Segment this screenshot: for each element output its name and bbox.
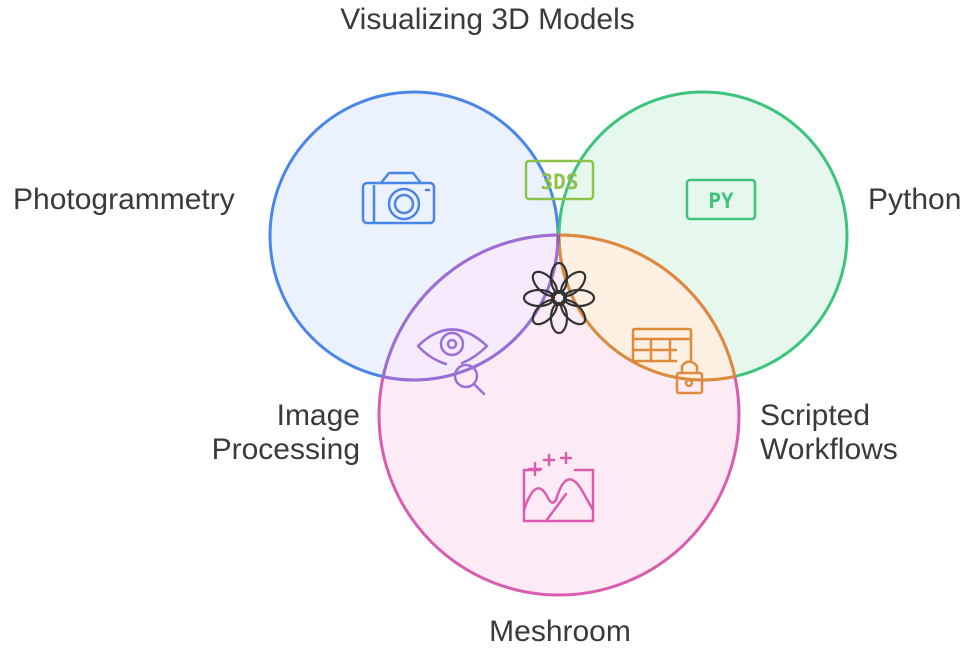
- flower-icon: [522, 261, 596, 335]
- image-processing-line-1: Image: [276, 399, 360, 432]
- 3ds-badge-text: 3DS: [541, 170, 579, 194]
- python-meshroom-overlap: [559, 235, 739, 380]
- scripted-workflows-line-2: Workflows: [760, 433, 898, 466]
- py-file-icon: PY: [685, 178, 757, 221]
- scripted-workflows-line-1: Scripted: [760, 399, 871, 432]
- image-sparkle-icon: [522, 451, 595, 523]
- meshroom-label: Meshroom: [489, 615, 631, 648]
- camera-icon: [361, 171, 436, 225]
- photo-meshroom-overlap: [379, 235, 558, 380]
- py-badge-text: PY: [708, 189, 734, 213]
- image-processing-line-2: Processing: [211, 433, 360, 466]
- visualizing-3d-models-label: Visualizing 3D Models: [340, 3, 635, 36]
- python-label: Python: [868, 183, 962, 216]
- photogrammetry-label: Photogrammetry: [13, 183, 235, 216]
- 3ds-file-icon: 3DS: [524, 159, 595, 201]
- eye-search-icon: [416, 328, 489, 396]
- table-lock-icon: [631, 327, 704, 395]
- image-processing-label: Image Processing: [190, 398, 360, 470]
- scripted-workflows-label: Scripted Workflows: [760, 398, 898, 470]
